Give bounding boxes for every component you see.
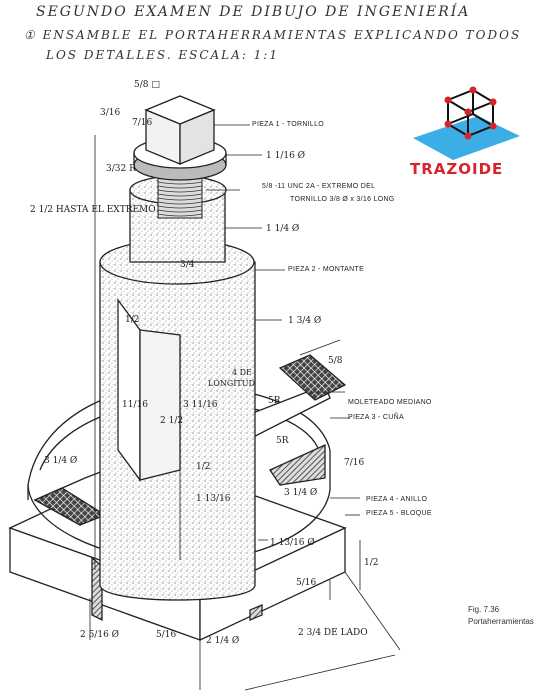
trazoide-logo — [413, 86, 520, 160]
thread-line — [157, 201, 203, 205]
post-part — [99, 175, 256, 601]
figure-number: Fig. 7.36 — [468, 605, 500, 614]
label-part-1: PIEZA 1 - TORNILLO — [252, 121, 325, 128]
exam-title: SEGUNDO EXAMEN DE DIBUJO DE INGENIERÍA — [36, 4, 471, 20]
instruction-line-2: LOS DETALLES. ESCALA: 1:1 — [46, 48, 279, 62]
screw-head — [144, 95, 216, 165]
logo-text: TRAZOIDE — [410, 160, 504, 178]
dim-1-2-c: 1/2 — [364, 558, 379, 568]
dim-hasta: 2 1/2 HASTA EL EXTREMO — [30, 205, 156, 215]
thread-line — [157, 193, 203, 197]
thread-line — [157, 197, 203, 201]
label-part-3: PIEZA 3 - CUÑA — [348, 414, 404, 421]
dim-3-4-a: 3/4 — [180, 260, 195, 270]
dim-5r-a: 5R — [268, 396, 281, 406]
dim-1-3-4: 1 3/4 Ø — [288, 316, 322, 326]
dim-2-1-4: 2 1/4 Ø — [206, 636, 240, 646]
label-thread-2: TORNILLO 3/8 Ø x 3/16 LONG — [290, 196, 395, 203]
dim-1-13-16-b: 1 13/16 Ø — [270, 538, 315, 548]
figure-caption: Portaherramientas — [468, 617, 534, 626]
dim-2-1-2: 2 1/2 — [160, 416, 184, 426]
thread-line — [157, 205, 203, 209]
dim-3-1-4-right: 3 1/4 Ø — [284, 488, 318, 498]
dim-1-13-16-a: 1 13/16 — [196, 494, 231, 504]
dim-3-16: 3/16 — [100, 108, 121, 118]
dim-3-11-16: 3 11/16 — [183, 400, 218, 410]
dim-5r-b: 5R — [276, 436, 289, 446]
dim-1-2-b: 1/2 — [196, 462, 211, 472]
thread-line — [157, 209, 203, 213]
dim-2-5-16: 2 5/16 Ø — [80, 630, 120, 640]
label-part-5: PIEZA 5 - BLOQUE — [366, 510, 432, 517]
label-part-4: PIEZA 4 - ANILLO — [366, 496, 428, 503]
label-knurl: MOLETEADO MEDIANO — [348, 399, 432, 406]
dim-5-8: 5/8 — [328, 356, 343, 366]
dim-11-16: 11/16 — [122, 400, 148, 410]
thread-line — [157, 181, 203, 185]
instruction-line-1: ① ENSAMBLE EL PORTAHERRAMIENTAS EXPLICAN… — [24, 28, 522, 42]
label-part-2: PIEZA 2 - MONTANTE — [288, 266, 365, 273]
dim-2-3-4: 2 3/4 DE LADO — [298, 628, 368, 638]
thread-line — [157, 213, 203, 217]
dim-r-3-32: 3/32 R — [106, 164, 136, 174]
dim-square: 5/8 □ — [134, 80, 160, 90]
dim-5-16-a: 5/16 — [296, 578, 317, 588]
dim-1-1-4: 1 1/4 Ø — [266, 224, 300, 234]
thread-line — [157, 189, 203, 193]
dimension-lines — [89, 124, 401, 691]
dim-7-16: 7/16 — [132, 118, 153, 128]
dim-1-2-a: 1/2 — [125, 315, 140, 325]
dim-length-2: LONGITUD — [208, 379, 255, 388]
label-thread-1: 5/8 -11 UNC 2A - EXTREMO DEL — [262, 183, 376, 190]
dim-7-16-b: 7/16 — [344, 458, 365, 468]
dim-1-1-16: 1 1/16 Ø — [266, 151, 306, 161]
dim-length-1: 4 DE — [232, 368, 252, 377]
dim-3-1-4-left: 3 1/4 Ø — [44, 456, 78, 466]
thread-line — [157, 185, 203, 189]
dim-5-16-b: 5/16 — [156, 630, 177, 640]
